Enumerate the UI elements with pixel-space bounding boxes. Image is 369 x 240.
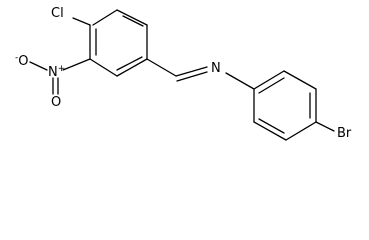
bond [146,58,177,77]
bond-drawing [29,9,335,141]
bond [258,77,285,94]
bond [315,121,335,132]
nitro-nitrogen-charge: + [57,64,66,74]
bond [122,15,144,27]
atom-nitro-oxygen-left: -O [15,53,29,69]
bond [253,121,287,141]
bond [29,61,48,71]
bond [225,72,255,90]
bond [72,17,91,26]
nitro-oxygen-symbol: O [18,54,29,69]
bond [253,70,285,90]
bond [62,58,91,71]
nitro-nitrogen-symbol: N [48,65,58,80]
bond [116,56,143,71]
nitro-oxygen-charge: - [15,53,19,63]
atom-nitro-nitrogen: N+ [48,64,66,80]
bond [92,9,118,26]
structure-diagram: Cl N+ O -O N Br [15,6,352,141]
bond [258,118,285,134]
bond [116,58,148,77]
bond [285,121,317,141]
bond [89,58,118,77]
atom-chlorine: Cl [51,6,64,21]
bond [283,70,317,90]
bond [176,71,208,82]
atom-bromine: Br [337,126,352,141]
atom-imine-nitrogen: N [211,61,221,76]
bond [116,9,148,26]
bond [175,66,208,77]
atom-nitro-oxygen-top: O [51,95,62,110]
